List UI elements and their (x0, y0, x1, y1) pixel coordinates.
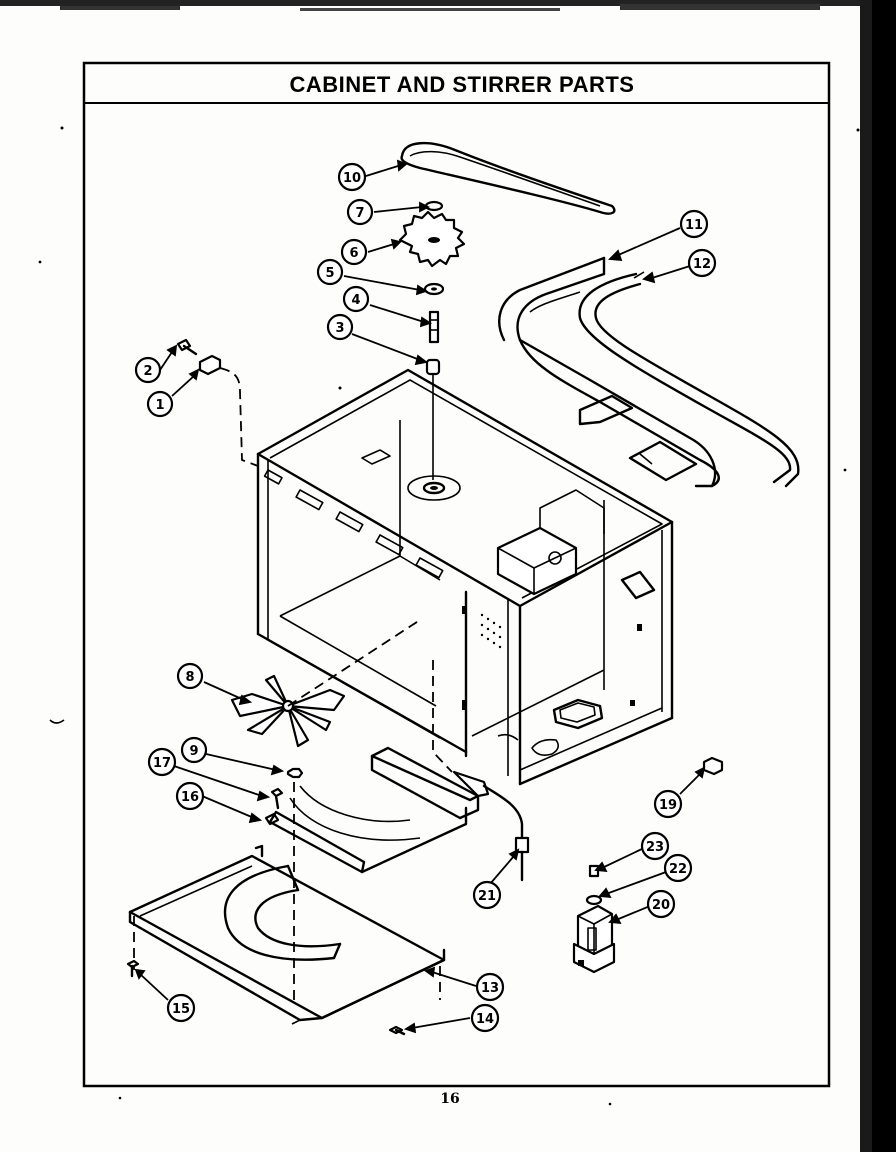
stirrer-nut (286, 767, 304, 1000)
svg-text:13: 13 (481, 981, 499, 996)
callout-3: 3 (326, 313, 354, 341)
svg-text:20: 20 (652, 898, 670, 913)
callout-6: 6 (340, 238, 368, 266)
bottom-plate (128, 844, 446, 1025)
page-number: 16 (440, 1091, 459, 1107)
svg-text:15: 15 (172, 1002, 190, 1017)
outer-frame (82, 61, 831, 1088)
callout-22: 22 (663, 853, 693, 883)
svg-text:4: 4 (351, 293, 360, 308)
svg-text:17: 17 (153, 756, 171, 771)
callout-20: 20 (646, 889, 676, 919)
callout-8: 8 (176, 662, 204, 690)
callout-13: 13 (475, 972, 505, 1002)
callout-10: 10 (337, 162, 367, 192)
leader-lines (134, 159, 706, 1034)
svg-text:16: 16 (181, 790, 199, 805)
svg-text:5: 5 (325, 266, 334, 281)
callout-5: 5 (316, 258, 344, 286)
switch-assembly (572, 864, 616, 974)
stirrer-shaft (428, 310, 440, 344)
callout-21: 21 (472, 880, 502, 910)
callout-1: 1 (146, 390, 174, 418)
callout-9: 9 (180, 736, 208, 764)
bracket-screws (264, 787, 284, 826)
callout-19: 19 (653, 789, 683, 819)
svg-text:23: 23 (646, 840, 664, 855)
svg-text:6: 6 (349, 246, 358, 261)
callout-23: 23 (640, 831, 670, 861)
plate-screw (126, 959, 140, 978)
svg-text:19: 19 (659, 798, 677, 813)
callout-4: 4 (342, 285, 370, 313)
svg-text:9: 9 (189, 744, 198, 759)
callout-12: 12 (687, 248, 717, 278)
svg-text:10: 10 (343, 171, 361, 186)
knob-cap (702, 756, 724, 776)
svg-text:7: 7 (355, 206, 364, 221)
callout-15: 15 (166, 993, 196, 1023)
svg-text:12: 12 (693, 257, 711, 272)
screw-and-bracket (176, 338, 259, 467)
callout-2: 2 (134, 356, 162, 384)
stirrer-blade (230, 619, 421, 748)
svg-text:8: 8 (185, 670, 194, 685)
stirrer-sprocket (398, 210, 466, 268)
belt (400, 141, 616, 215)
callout-11: 11 (679, 209, 709, 239)
svg-text:22: 22 (669, 862, 687, 877)
callout-17: 17 (147, 747, 177, 777)
svg-text:2: 2 (143, 364, 152, 379)
svg-text:11: 11 (685, 218, 703, 233)
svg-text:14: 14 (476, 1012, 494, 1027)
clip (424, 200, 444, 212)
thermal-probe (432, 660, 530, 882)
diagram-title: CABINET AND STIRRER PARTS (290, 72, 635, 97)
small-screw (388, 966, 441, 1036)
stirrer-cover-inner (268, 746, 480, 874)
callout-14: 14 (470, 1003, 500, 1033)
svg-text:3: 3 (335, 321, 344, 336)
svg-text:1: 1 (155, 398, 164, 413)
cabinet-frame (256, 368, 674, 786)
callout-16: 16 (175, 781, 205, 811)
svg-text:21: 21 (478, 889, 496, 904)
waveguide-duct (498, 256, 720, 488)
gasket (578, 271, 800, 488)
bushing (425, 358, 441, 480)
callout-7: 7 (346, 198, 374, 226)
